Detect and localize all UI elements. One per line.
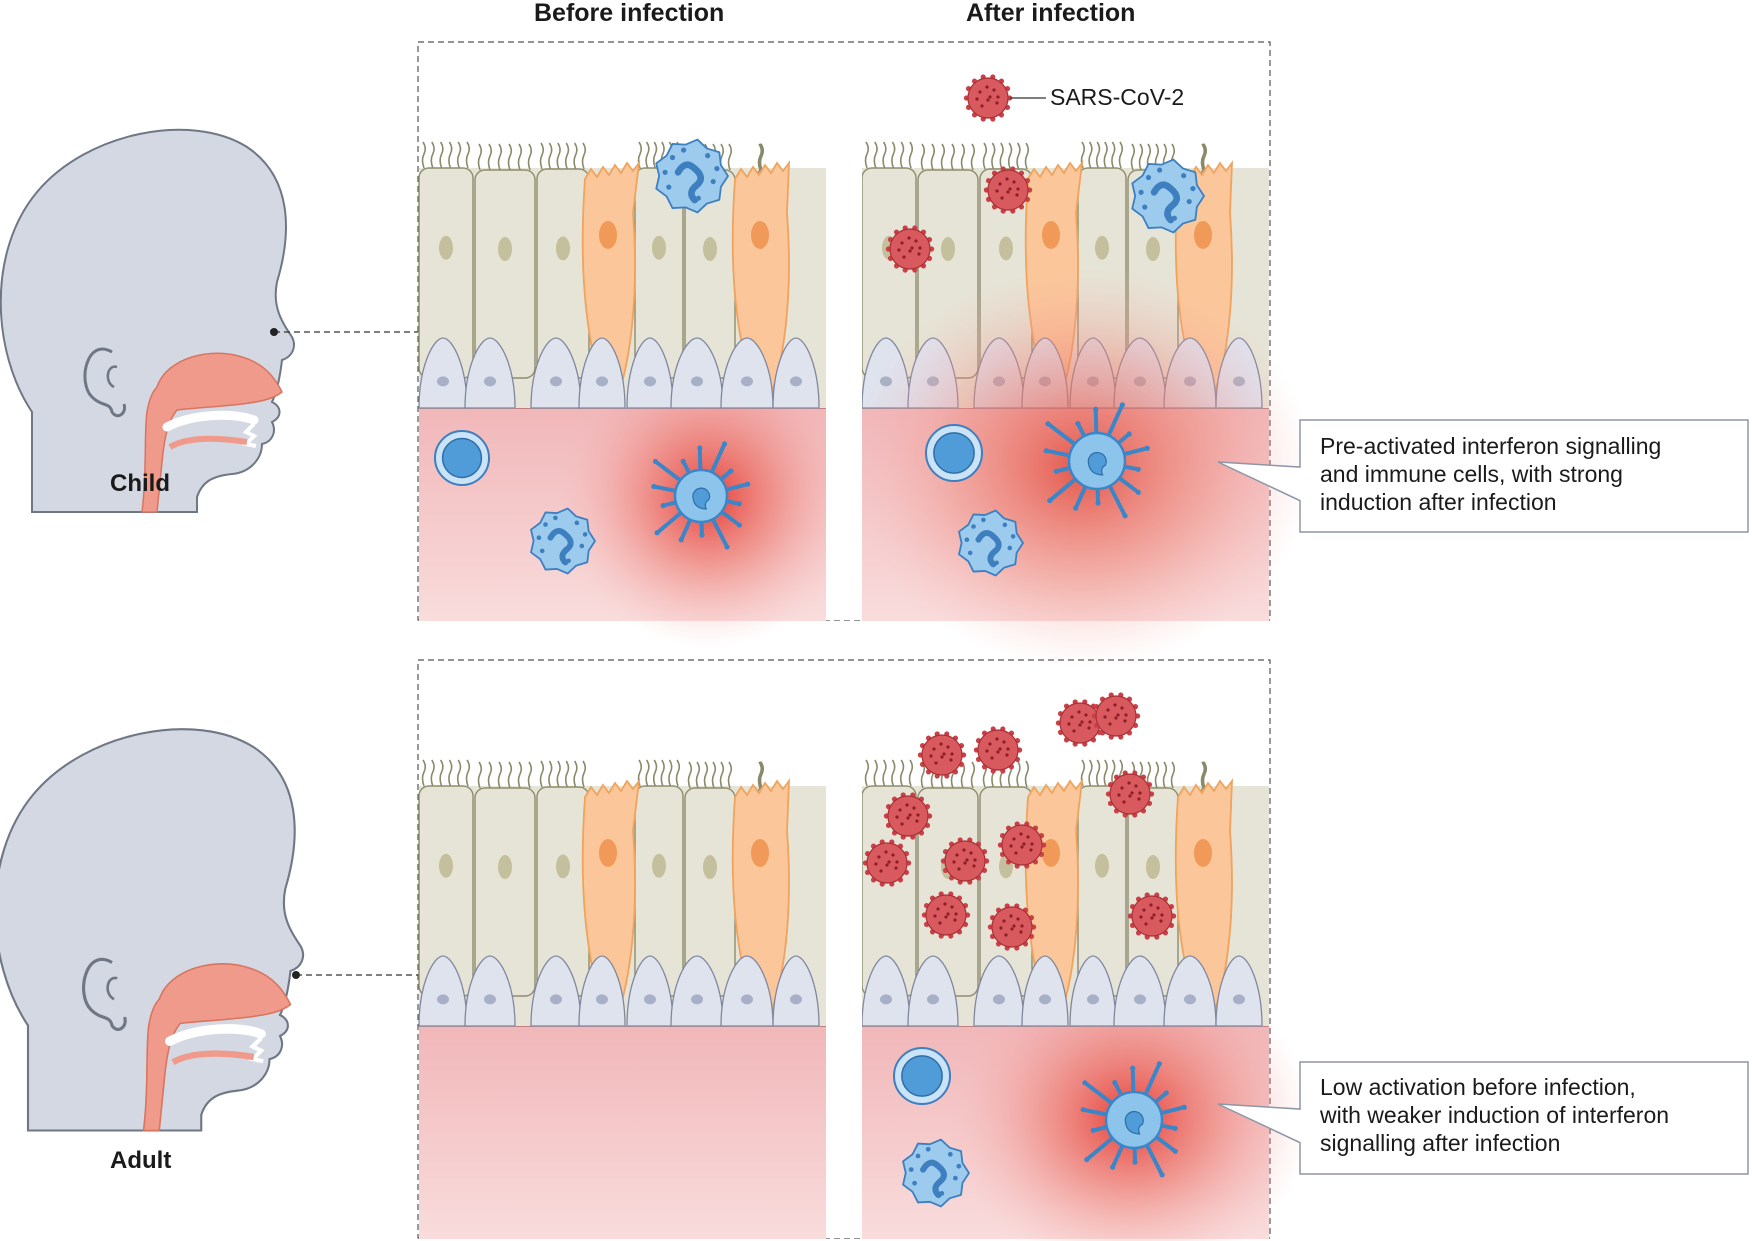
panel-gap-adult [826, 748, 862, 1238]
panel-adult-after [861, 692, 1310, 1241]
lymphocyte-icon [434, 430, 490, 486]
basal-cell [772, 955, 820, 1027]
basal-cell [578, 955, 626, 1027]
tongue [168, 435, 248, 450]
basal-cell [720, 955, 774, 1027]
basal-cell [1163, 955, 1217, 1027]
virus-icon [973, 726, 1023, 774]
lymphocyte-icon [925, 424, 983, 482]
basal-cell [530, 337, 582, 409]
virus-icon [1055, 699, 1105, 747]
basal-cell [464, 955, 516, 1027]
basal-cell [1113, 955, 1167, 1027]
nasal-airway [141, 352, 283, 513]
basal-cell [578, 337, 626, 409]
callout-child: Pre-activated interferon signalling and … [1320, 432, 1720, 516]
head-adult [0, 728, 305, 1132]
basal-cell [1021, 955, 1069, 1027]
ciliated-cell [536, 760, 590, 997]
virus-icon [917, 731, 967, 779]
callout-box-adult [1217, 1061, 1749, 1175]
virus-icon [885, 225, 935, 273]
basal-cell [464, 337, 516, 409]
ear-icon [83, 347, 127, 418]
nose-point-child [270, 328, 278, 336]
dendritic-cell-icon [651, 441, 751, 550]
nasal-airway [142, 963, 292, 1132]
panel-adult-before [418, 759, 826, 1239]
basal-cell [626, 955, 674, 1027]
lymphocyte-icon [893, 1047, 951, 1105]
nose-point-adult [292, 971, 300, 979]
callout-adult-line: Low activation before infection, [1320, 1074, 1636, 1100]
callout-child-line: Pre-activated interferon signalling [1320, 433, 1662, 459]
basal-cell [530, 955, 582, 1027]
virus-icon [983, 166, 1033, 214]
basal-cell [1215, 955, 1263, 1027]
neutrophil-icon [655, 138, 729, 214]
palate [165, 1024, 266, 1046]
basal-cell [907, 955, 959, 1027]
ear-icon [82, 958, 127, 1031]
ciliated-cell [634, 141, 684, 379]
neutrophil-icon [530, 507, 596, 575]
dendritic-cell-icon [1080, 1061, 1187, 1178]
virus-icon [921, 891, 971, 939]
neutrophil-icon [902, 1138, 970, 1208]
basal-cell [1069, 955, 1117, 1027]
column-header-after: After infection [966, 0, 1136, 27]
panel-child-before [418, 138, 859, 648]
panel-gap-child [826, 130, 862, 620]
virus-icon [1105, 770, 1155, 818]
basal-cell [861, 955, 911, 1027]
callout-child-line: induction after infection [1320, 489, 1557, 515]
basal-cell [772, 337, 820, 409]
basal-cell [626, 337, 674, 409]
callout-adult: Low activation before infection, with we… [1320, 1073, 1730, 1157]
palate [162, 410, 259, 432]
tongue [171, 1050, 255, 1066]
basal-cell [418, 337, 468, 409]
virus-icon [997, 821, 1047, 869]
dendritic-cell-icon [1043, 402, 1150, 519]
virus-icon [883, 792, 933, 840]
ear-inner-icon [106, 976, 118, 1001]
row-label-adult: Adult [110, 1147, 172, 1174]
basal-cell [720, 337, 774, 409]
virus-legend-label: SARS-CoV-2 [1050, 84, 1185, 110]
virus-icon [987, 903, 1037, 951]
virus-icon [1127, 892, 1177, 940]
callout-adult-line: with weaker induction of interferon [1320, 1102, 1670, 1128]
submucosa [419, 1026, 826, 1239]
virus-icon [1091, 692, 1141, 740]
virus-icon [963, 74, 1013, 122]
row-label-child: Child [110, 470, 170, 497]
virus-icon [862, 839, 912, 887]
basal-cell [670, 955, 724, 1027]
virus-icon [940, 837, 990, 885]
panel-child-after [852, 141, 1312, 668]
callout-box-child [1217, 419, 1749, 533]
callout-child-line: and immune cells, with strong [1320, 461, 1623, 487]
neutrophil-icon [958, 509, 1024, 577]
neutrophil-icon [1131, 158, 1205, 234]
ciliated-cell [634, 759, 684, 997]
teeth [248, 1036, 265, 1064]
ear-inner-icon [106, 365, 118, 389]
basal-cell [973, 955, 1025, 1027]
basal-cell [418, 955, 468, 1027]
column-header-before: Before infection [534, 0, 725, 27]
head-child [0, 128, 295, 513]
teeth [241, 422, 258, 448]
callout-adult-line: signalling after infection [1320, 1130, 1561, 1156]
basal-cell [670, 337, 724, 409]
